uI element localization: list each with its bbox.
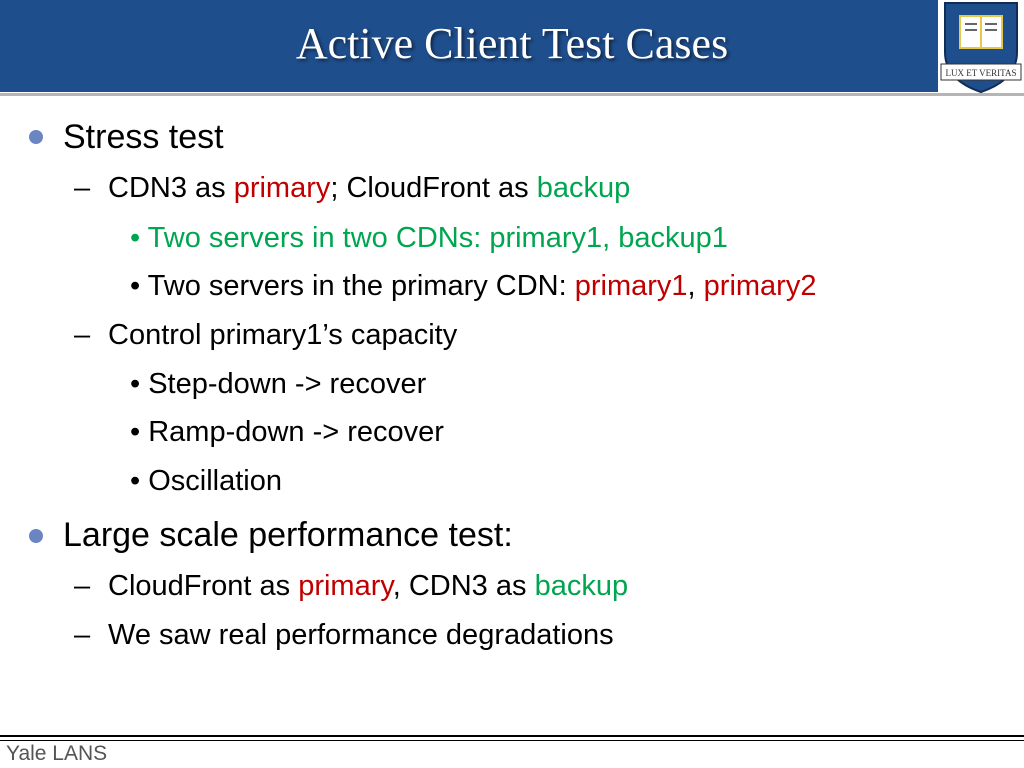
dash-icon: – <box>74 619 91 651</box>
text-cdn3-as: , CDN3 as <box>392 570 535 602</box>
item-performance-degradations: We saw real performance degradations <box>108 619 614 651</box>
item-control-capacity: Control primary1’s capacity <box>108 319 458 351</box>
footer-divider <box>0 735 1024 737</box>
logo-motto: LUX ET VERITAS <box>946 68 1017 78</box>
text-cloudfront-as: CloudFront as <box>108 570 299 602</box>
item-cdn3-as-primary: CDN3 as primary; CloudFront as backup <box>108 172 630 205</box>
text-two-servers-primary: • Two servers in the primary CDN: <box>130 270 575 302</box>
title-bar <box>0 0 938 92</box>
text-cloudfront-as: ; CloudFront as <box>330 172 537 204</box>
header-divider <box>0 93 1024 96</box>
text-primary: primary <box>233 172 331 204</box>
item-cloudfront-as-primary: CloudFront as primary, CDN3 as backup <box>108 570 628 603</box>
text-backup: backup <box>536 172 631 204</box>
subitem-step-down: • Step-down -> recover <box>130 368 427 400</box>
footer-label: Yale LANS <box>6 742 108 765</box>
bullet-icon <box>29 130 43 144</box>
subitem-ramp-down: • Ramp-down -> recover <box>130 416 444 448</box>
dash-icon: – <box>74 570 91 602</box>
text-backup: backup <box>534 570 629 602</box>
bullet-large-scale-test: Large scale performance test: <box>63 516 513 554</box>
text-primary: primary <box>298 570 393 602</box>
text-comma: , <box>687 270 704 302</box>
text-cdn3-as: CDN3 as <box>108 172 234 204</box>
subitem-oscillation: • Oscillation <box>130 465 282 497</box>
subitem-two-servers-two-cdns: • Two servers in two CDNs: primary1, bac… <box>130 222 728 254</box>
dash-icon: – <box>74 172 91 204</box>
yale-shield-logo: LUX ET VERITAS <box>938 0 1024 96</box>
slide-title: Active Client Test Cases <box>295 19 729 68</box>
subitem-two-servers-primary-cdn: • Two servers in the primary CDN: primar… <box>130 270 816 303</box>
text-primary2: primary2 <box>703 270 817 302</box>
footer-divider-thin <box>0 740 1024 741</box>
bullet-icon <box>29 529 43 543</box>
dash-icon: – <box>74 319 91 351</box>
bullet-stress-test: Stress test <box>63 118 224 156</box>
text-primary1: primary1 <box>574 270 688 302</box>
